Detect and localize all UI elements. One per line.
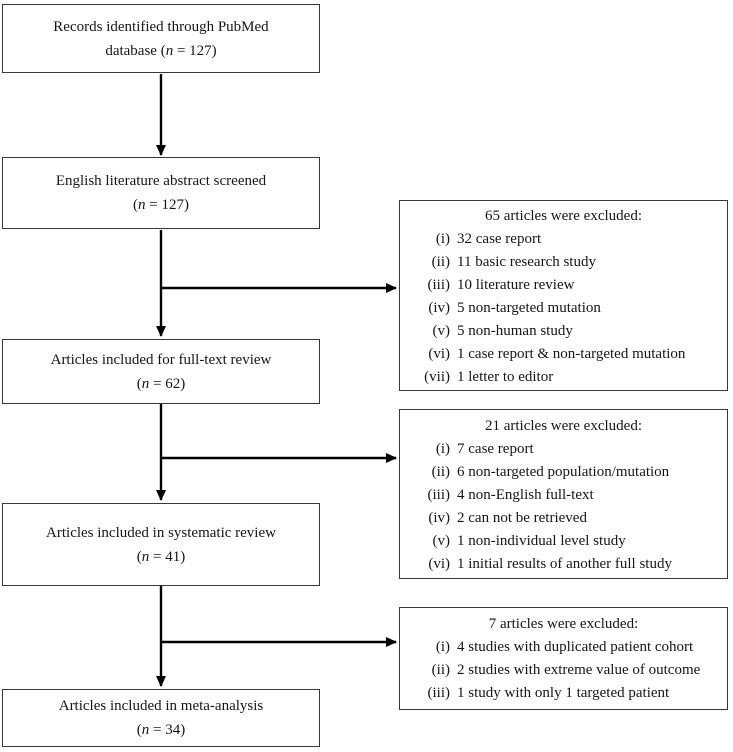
exclusion-item-text: 10 literature review [457, 277, 575, 293]
count-value: = 62) [149, 375, 186, 392]
exclusion-item: (i) 32 case report [400, 228, 727, 251]
flow-box-line2: (n = 41) [137, 545, 185, 569]
flow-box-line1: English literature abstract screened [55, 173, 267, 189]
exclusion-item: (vi) 1 initial results of another full s… [400, 553, 727, 576]
exclusion-item: (ii) 2 studies with extreme value of out… [400, 659, 727, 682]
flow-box-systematic-review: Articles included in systematic review (… [2, 503, 320, 586]
exclusion-item-numeral: (ii) [431, 254, 450, 270]
exclusion-item-numeral: (vii) [424, 369, 450, 385]
exclusion-item-text: 7 case report [457, 441, 534, 457]
exclusion-item-text: 32 case report [457, 231, 542, 247]
exclusion-item: (vii) 1 letter to editor [400, 366, 727, 389]
count-variable: n [165, 42, 174, 59]
exclusion-item-text: 5 non-human study [457, 323, 573, 339]
count-prefix: ( [136, 375, 142, 392]
exclusion-item-numeral: (iii) [427, 487, 451, 503]
exclusion-item-numeral: (ii) [431, 662, 450, 678]
exclusion-item-numeral: (vi) [428, 556, 450, 572]
flow-box-line2: database (n = 127) [105, 39, 216, 63]
exclusion-item-numeral: (i) [435, 231, 450, 247]
exclusion-box-fulltext-stage: 21 articles were excluded: (i) 7 case re… [399, 409, 728, 579]
exclusion-item-text: 5 non-targeted mutation [457, 300, 601, 316]
exclusion-item-numeral: (i) [435, 639, 450, 655]
flow-box-meta-analysis: Articles included in meta-analysis (n = … [2, 689, 320, 747]
exclusion-item-numeral: (ii) [431, 464, 450, 480]
exclusion-item-text: 2 studies with extreme value of outcome [457, 662, 701, 678]
exclusion-item: (i) 7 case report [400, 438, 727, 461]
exclusion-item-numeral: (i) [435, 441, 450, 457]
exclusion-item-numeral: (iv) [428, 300, 450, 316]
count-variable: n [138, 197, 146, 213]
exclusion-box-meta-stage: 7 articles were excluded: (i) 4 studies … [399, 607, 728, 710]
count-value: = 41) [149, 548, 186, 565]
exclusion-item-numeral: (vi) [428, 346, 450, 362]
exclusion-item-text: 1 case report & non-targeted mutation [457, 346, 686, 362]
flow-box-line2: (n = 62) [137, 372, 185, 396]
exclusion-item: (iii) 4 non-English full-text [400, 484, 727, 507]
count-variable: n [141, 548, 150, 565]
count-value: = 127) [173, 42, 217, 59]
flow-box-line2: (n = 34) [137, 718, 185, 742]
count-prefix: ( [136, 722, 142, 738]
exclusion-item: (vi) 1 case report & non-targeted mutati… [400, 343, 727, 366]
exclusion-item: (v) 1 non-individual level study [400, 530, 727, 553]
exclusion-item: (ii) 6 non-targeted population/mutation [400, 461, 727, 484]
flow-box-line1: Articles included in meta-analysis [58, 698, 264, 714]
exclusion-item: (iii) 10 literature review [400, 274, 727, 297]
exclusion-item: (v) 5 non-human study [400, 320, 727, 343]
exclusion-item-numeral: (iii) [427, 685, 451, 701]
exclusion-item: (i) 4 studies with duplicated patient co… [400, 636, 727, 659]
exclusion-item-numeral: (iii) [427, 277, 451, 293]
exclusion-item: (iv) 2 can not be retrieved [400, 507, 727, 530]
exclusion-item-text: 1 study with only 1 targeted patient [457, 685, 670, 701]
count-prefix: ( [133, 197, 139, 213]
exclusion-item-text: 1 non-individual level study [457, 533, 626, 549]
exclusion-item: (iii) 1 study with only 1 targeted patie… [400, 682, 727, 705]
count-variable: n [141, 722, 150, 738]
exclusion-item-text: 1 letter to editor [457, 369, 554, 385]
exclusion-item-numeral: (iv) [428, 510, 450, 526]
exclusion-item-numeral: (v) [432, 533, 451, 549]
exclusion-title: 65 articles were excluded: [484, 208, 642, 224]
count-prefix: ( [136, 548, 142, 565]
flow-box-fulltext-review: Articles included for full-text review (… [2, 339, 320, 404]
count-prefix: database ( [105, 42, 166, 59]
exclusion-box-abstract-stage: 65 articles were excluded: (i) 32 case r… [399, 200, 728, 391]
flow-box-line1: Records identified through PubMed [53, 18, 269, 35]
exclusion-item-text: 1 initial results of another full study [457, 556, 672, 572]
exclusion-item-text: 4 non-English full-text [457, 487, 594, 503]
exclusion-title: 21 articles were excluded: [484, 418, 642, 434]
exclusion-item-text: 4 studies with duplicated patient cohort [457, 639, 694, 655]
exclusion-item: (iv) 5 non-targeted mutation [400, 297, 727, 320]
exclusion-item: (ii) 11 basic research study [400, 251, 727, 274]
exclusion-item-text: 11 basic research study [457, 254, 596, 270]
exclusion-item-numeral: (v) [432, 323, 451, 339]
count-variable: n [141, 375, 150, 392]
count-value: = 34) [149, 722, 186, 738]
exclusion-item-text: 6 non-targeted population/mutation [457, 464, 670, 480]
flow-box-line1: Articles included for full-text review [50, 351, 272, 368]
count-value: = 127) [145, 197, 189, 213]
flow-box-line2: (n = 127) [133, 193, 189, 217]
exclusion-item-text: 2 can not be retrieved [457, 510, 587, 526]
flow-box-records-identified: Records identified through PubMed databa… [2, 4, 320, 73]
exclusion-title: 7 articles were excluded: [488, 616, 639, 632]
flow-box-line1: Articles included in systematic review [46, 524, 276, 541]
flow-box-abstract-screened: English literature abstract screened (n … [2, 157, 320, 229]
